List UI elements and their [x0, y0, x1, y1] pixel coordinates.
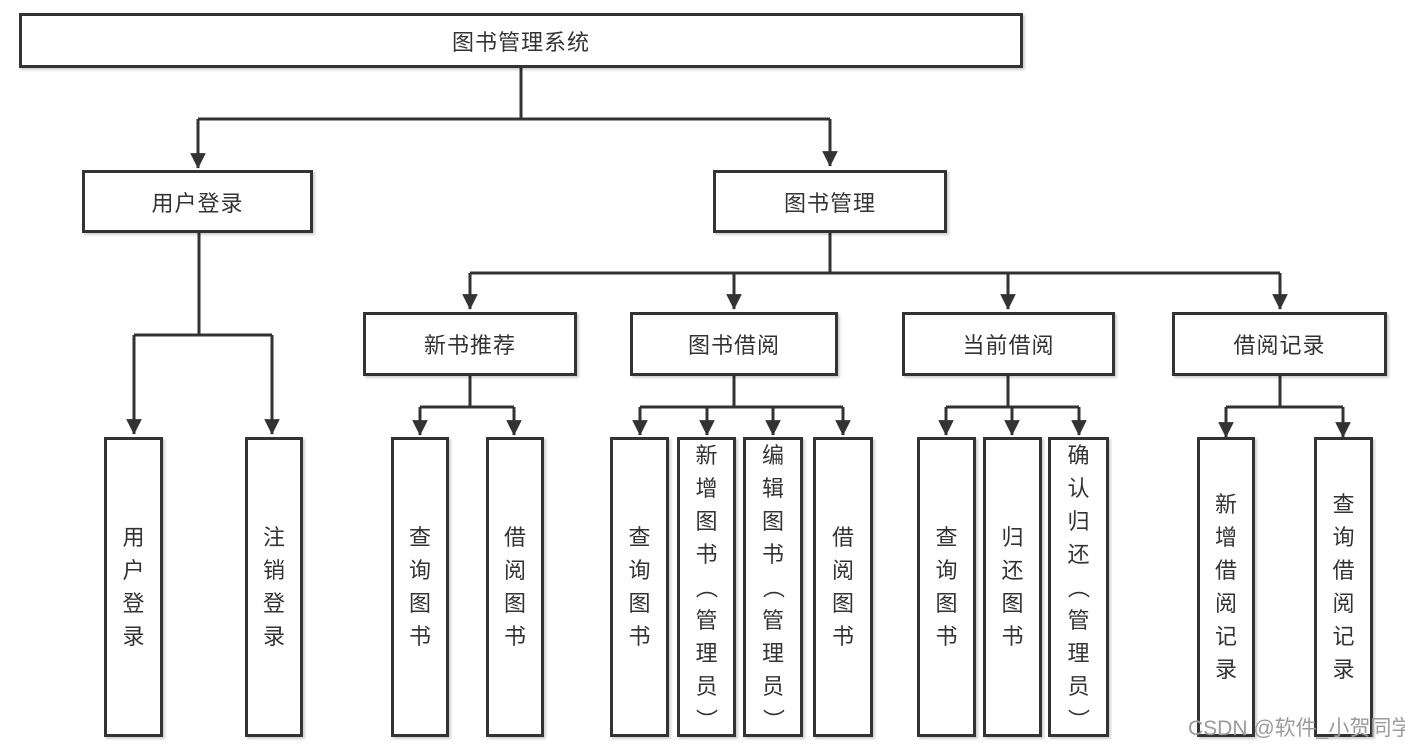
leaf-add-borrow-record-label: 新增借阅记录 — [1214, 492, 1237, 682]
connector-current-to-leaves — [938, 376, 1087, 436]
leaf-query-books-current-label: 查询图书 — [935, 525, 958, 649]
node-current-borrowing: 当前借阅 — [902, 312, 1115, 376]
node-current-borrowing-label: 当前借阅 — [962, 333, 1055, 358]
leaf-add-books-admin: 新增图书（管理员） — [677, 437, 736, 737]
leaf-confirm-return-admin: 确认归还（管理员） — [1048, 437, 1109, 737]
leaf-query-books-recommend: 查询图书 — [391, 437, 449, 737]
node-borrowing-records-label: 借阅记录 — [1233, 333, 1326, 358]
root-node-library-system: 图书管理系统 — [19, 13, 1023, 68]
node-book-borrowing-label: 图书借阅 — [687, 333, 780, 358]
leaf-add-books-admin-label: 新增图书（管理员） — [693, 442, 719, 731]
node-user-login: 用户登录 — [82, 170, 313, 233]
leaf-add-borrow-record: 新增借阅记录 — [1197, 437, 1255, 737]
node-book-management-label: 图书管理 — [783, 190, 876, 216]
node-new-book-recommend: 新书推荐 — [363, 312, 577, 376]
leaf-borrow-books-label: 借阅图书 — [831, 525, 854, 649]
node-new-book-recommend-label: 新书推荐 — [423, 333, 516, 358]
node-borrowing-records: 借阅记录 — [1172, 312, 1387, 376]
leaf-borrow-books: 借阅图书 — [813, 437, 873, 737]
leaf-return-books: 归还图书 — [983, 437, 1042, 737]
leaf-edit-books-admin-label: 编辑图书（管理员） — [760, 442, 786, 731]
leaf-query-books-borrow: 查询图书 — [610, 437, 669, 737]
leaf-user-login: 用户登录 — [104, 437, 163, 737]
leaf-query-books-borrow-label: 查询图书 — [628, 525, 651, 649]
leaf-borrow-books-recommend: 借阅图书 — [486, 437, 544, 737]
connector-root-to-level2 — [190, 68, 838, 169]
leaf-edit-books-admin: 编辑图书（管理员） — [743, 437, 803, 737]
leaf-confirm-return-admin-label: 确认归还（管理员） — [1065, 442, 1091, 731]
node-user-login-label: 用户登录 — [151, 190, 244, 216]
leaf-return-books-label: 归还图书 — [1001, 525, 1024, 649]
csdn-watermark: CSDN @软件_小贺同学 — [1188, 717, 1405, 740]
leaf-logout: 注销登录 — [245, 437, 303, 737]
connector-records-to-leaves — [1218, 376, 1351, 438]
leaf-query-books-current: 查询图书 — [917, 437, 976, 737]
node-book-management: 图书管理 — [713, 170, 947, 233]
leaf-query-borrow-record: 查询借阅记录 — [1314, 437, 1373, 737]
connector-recommend-to-leaves — [412, 376, 522, 436]
connector-userlogin-to-leaves — [126, 233, 280, 435]
node-book-borrowing: 图书借阅 — [630, 312, 838, 376]
leaf-query-books-recommend-label: 查询图书 — [408, 525, 431, 649]
root-node-label: 图书管理系统 — [451, 29, 590, 55]
leaf-logout-label: 注销登录 — [262, 525, 285, 649]
leaf-query-borrow-record-label: 查询借阅记录 — [1332, 492, 1355, 682]
leaf-borrow-books-recommend-label: 借阅图书 — [503, 525, 526, 649]
connector-bookmgmt-to-level3 — [462, 233, 1288, 310]
leaf-user-login-label: 用户登录 — [122, 525, 145, 649]
connector-borrow-to-leaves — [632, 376, 851, 436]
